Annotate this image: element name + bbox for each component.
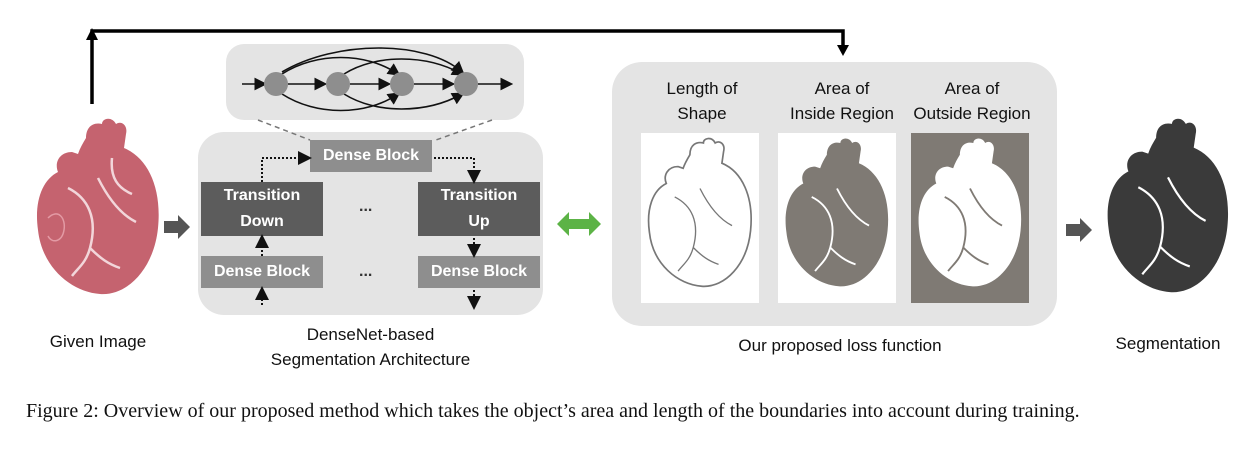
arrow-to-segmentation [1066, 218, 1092, 242]
loss-col1-line2: Shape [677, 104, 727, 123]
loss-col2-title: Area of Inside Region [775, 76, 909, 126]
loss-col3-line2: Outside Region [913, 104, 1031, 123]
loss-col2-line2: Inside Region [790, 104, 894, 123]
architecture-label-line1: DenseNet-based [306, 325, 435, 344]
loss-col1-line1: Length of [666, 79, 738, 98]
ellipsis-middle: ... [359, 198, 373, 215]
dense-connection-diagram [242, 47, 514, 112]
figure-caption: Figure 2: Overview of our proposed metho… [26, 400, 1080, 422]
dense-block-left: Dense Block [201, 256, 323, 288]
length-of-shape-image [641, 133, 759, 303]
architecture-label: DenseNet-based Segmentation Architecture [228, 322, 513, 372]
given-image-heart [36, 118, 159, 295]
dense-block-left-label: Dense Block [213, 263, 311, 280]
given-image-label: Given Image [49, 332, 147, 351]
loss-col1-title: Length of Shape [640, 76, 764, 126]
green-double-arrow [557, 212, 601, 236]
architecture-label-line2: Segmentation Architecture [270, 350, 471, 369]
transition-down-line2: Down [240, 213, 284, 230]
transition-up-line1: Transition [440, 187, 518, 204]
arrow-to-architecture [164, 215, 190, 239]
dense-block-right: Dense Block [418, 256, 540, 288]
dense-block-top-label: Dense Block [322, 147, 420, 164]
transition-up-block: Transition Up [418, 182, 540, 236]
ellipsis-bottom: ... [359, 263, 373, 280]
outside-region-image [911, 133, 1029, 303]
transition-down-block: Transition Down [201, 182, 323, 236]
segmentation-label: Segmentation [1115, 334, 1221, 353]
loss-col3-line1: Area of [944, 79, 1000, 98]
dense-block-top: Dense Block [310, 140, 432, 172]
loss-col3-title: Area of Outside Region [905, 76, 1039, 126]
transition-up-line2: Up [468, 213, 490, 230]
loss-col2-line1: Area of [814, 79, 870, 98]
loss-function-label: Our proposed loss function [738, 336, 942, 355]
inside-region-image [778, 133, 896, 303]
transition-down-line1: Transition [223, 187, 301, 204]
segmentation-heart [1107, 118, 1229, 293]
dense-block-right-label: Dense Block [430, 263, 528, 280]
